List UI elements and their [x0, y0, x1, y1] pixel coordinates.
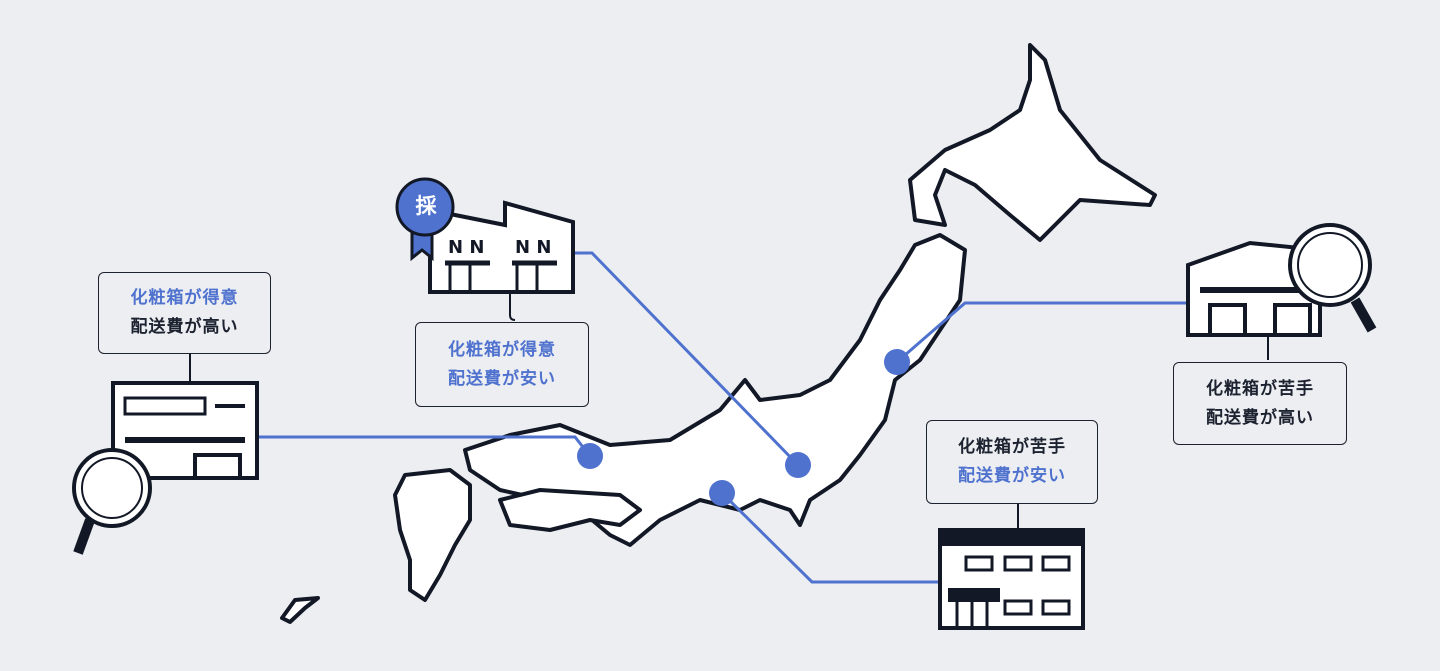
callout-line: 化粧箱が得意: [130, 288, 239, 308]
callout-tohoku-warehouse: 化粧箱が苦手 配送費が高い: [1173, 362, 1347, 445]
callout-west-warehouse: 化粧箱が得意 配送費が高い: [98, 272, 271, 354]
building-icon: N N N N: [428, 200, 575, 294]
magnifier-icon: [72, 448, 152, 555]
kyushu: [393, 468, 472, 602]
svg-text:N N: N N: [448, 237, 484, 258]
callout-line: 配送費が安い: [958, 466, 1066, 486]
location-dot[interactable]: [785, 452, 811, 478]
location-dot[interactable]: [709, 480, 735, 506]
adopted-badge-label: 採: [415, 194, 437, 218]
hokkaido: [908, 43, 1157, 242]
connector-line-south: [720, 491, 938, 584]
svg-text:N N: N N: [515, 237, 551, 258]
connector-line-adopted: [573, 251, 800, 467]
location-dot[interactable]: [577, 443, 603, 469]
building-icon: [111, 381, 259, 480]
okinawa: [280, 596, 320, 624]
callout-line: 化粧箱が得意: [448, 339, 556, 360]
magnifier-icon: [1288, 223, 1377, 333]
callout-south-warehouse: 化粧箱が苦手 配送費が安い: [926, 420, 1098, 504]
callout-line: 配送費が安い: [448, 368, 556, 389]
callout-adopted-warehouse: 化粧箱が得意 配送費が安い: [415, 322, 589, 407]
callout-line: 化粧箱が苦手: [1206, 378, 1314, 399]
callout-line: 化粧箱が苦手: [958, 437, 1066, 457]
callout-line: 配送費が高い: [1206, 407, 1314, 428]
badge-icon: [395, 177, 455, 262]
building-icon: [938, 528, 1085, 630]
connector-line-tohoku: [896, 301, 1188, 364]
shikoku: [498, 488, 642, 532]
location-dot[interactable]: [884, 349, 910, 375]
callout-line: 配送費が高い: [130, 317, 239, 337]
building-icon: [1186, 240, 1322, 337]
